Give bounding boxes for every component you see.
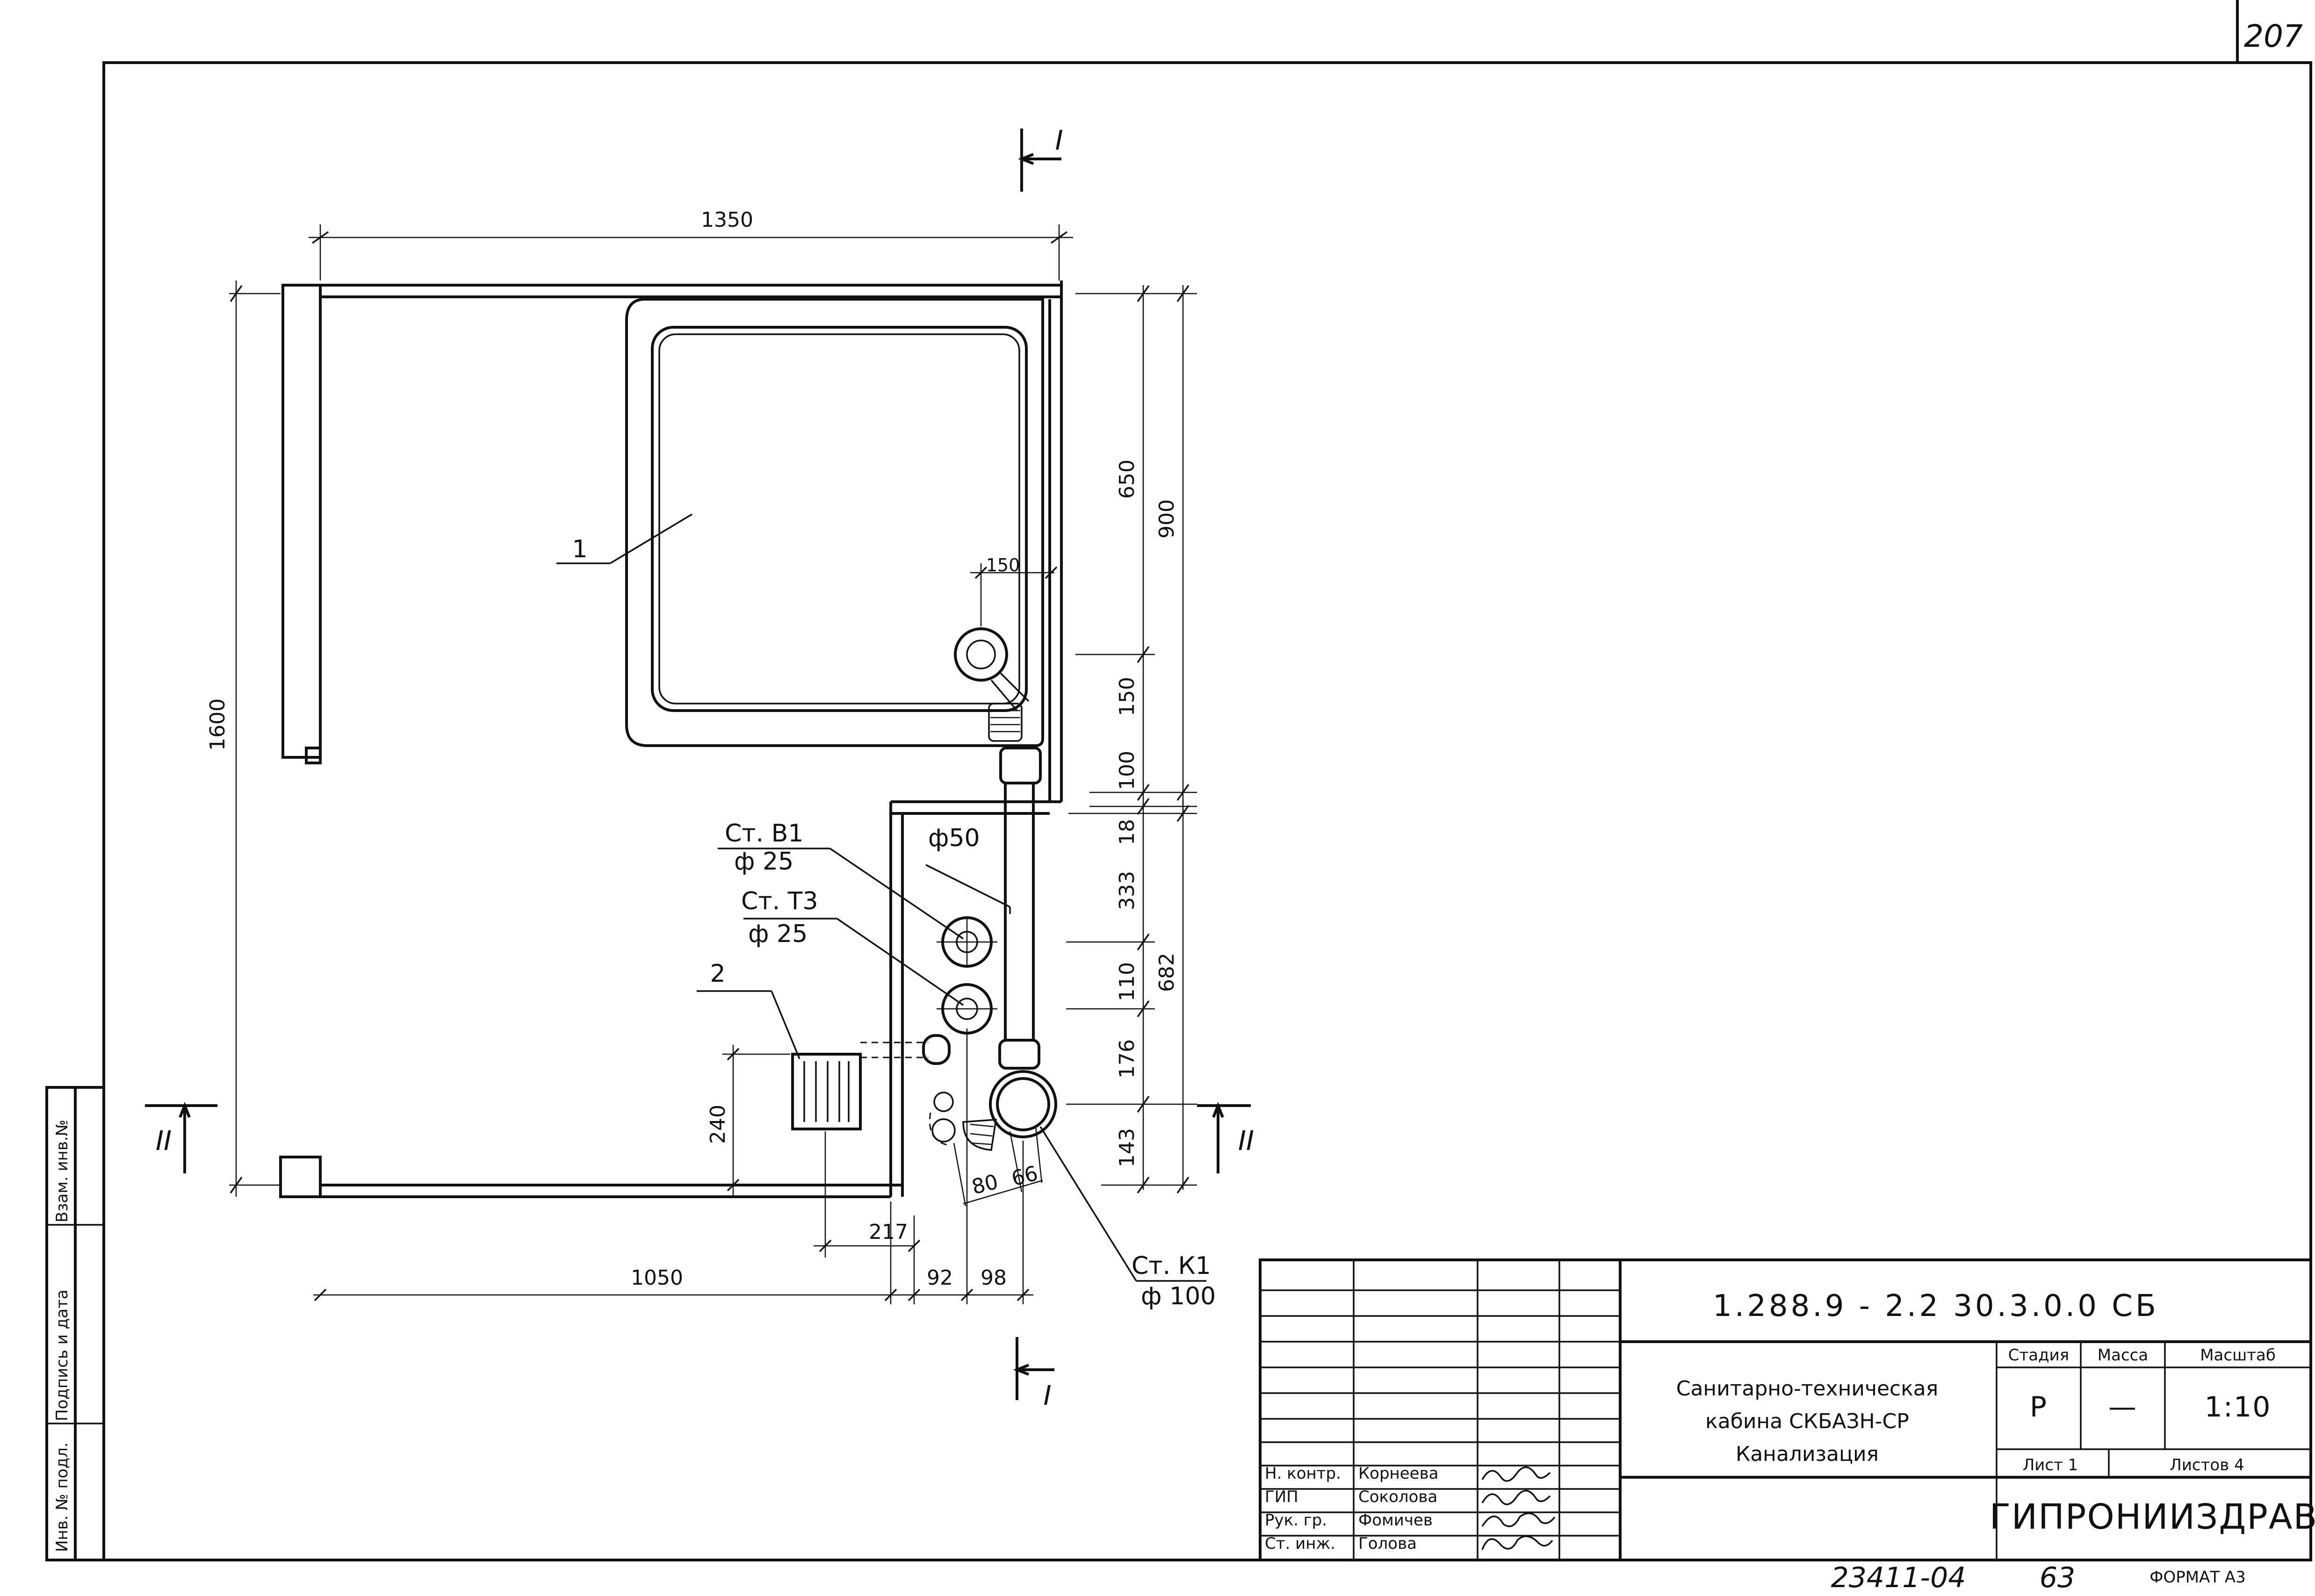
mass-value: —	[2108, 1391, 2137, 1423]
section-left-label: II	[156, 1125, 172, 1157]
section-right-label: II	[1238, 1125, 1254, 1157]
dim-110: 110	[1115, 962, 1139, 1001]
sheet-frame	[102, 61, 2312, 1561]
section-top-label: I	[1055, 124, 1063, 156]
section-mark-right: II	[1197, 1101, 1254, 1173]
section-bottom-label: I	[1043, 1380, 1051, 1411]
sheet-label: Лист 1	[2023, 1456, 2078, 1474]
drain-pipe-system	[929, 627, 1057, 1151]
callout-st-k1: Ст. К1	[1132, 1252, 1211, 1280]
title-line-2: кабина СКБАЗН-СР	[1705, 1409, 1909, 1433]
role-3: Ст. инж.	[1265, 1534, 1335, 1553]
role-0: Н. контр.	[1265, 1464, 1341, 1483]
document-code: 1.288.9 - 2.2 30.3.0.0 СБ	[1713, 1289, 2159, 1323]
dim-682: 682	[1155, 953, 1179, 992]
callout-st-b1: Ст. В1	[725, 820, 803, 848]
strip-label-inventory: Инв. № подл.	[53, 1442, 72, 1552]
section-mark-bottom: I	[1013, 1337, 1054, 1411]
dim-150-vertical: 150	[1115, 677, 1139, 716]
signature-marks	[1481, 1467, 1556, 1550]
dim-650: 650	[1115, 460, 1139, 499]
bottom-code: 23411-04	[1831, 1561, 1966, 1594]
callout-item-2: 2	[710, 960, 725, 988]
dim-333: 333	[1115, 871, 1139, 910]
section-mark-top: I	[1017, 124, 1063, 192]
callout-st-t3: Ст. Т3	[741, 887, 818, 915]
name-0: Корнеева	[1358, 1464, 1438, 1483]
name-2: Фомичев	[1358, 1511, 1433, 1530]
dim-900: 900	[1155, 499, 1179, 539]
callout-item-1: 1	[572, 535, 587, 563]
section-mark-left: II	[145, 1101, 217, 1173]
title-line-1: Санитарно-техническая	[1676, 1377, 1939, 1401]
leaders	[556, 513, 1206, 1282]
format-label: ФОРМАТ А3	[2149, 1568, 2246, 1587]
cabin-plan	[279, 280, 1063, 1198]
strip-label-replacement: Взам. инв.№	[53, 1120, 72, 1222]
dim-92: 92	[927, 1266, 953, 1290]
role-2: Рук. гр.	[1265, 1511, 1327, 1530]
dim-176: 176	[1115, 1039, 1139, 1078]
corner-box: 207	[2236, 0, 2303, 63]
dim-100: 100	[1115, 751, 1139, 790]
name-3: Голова	[1358, 1534, 1417, 1553]
role-1: ГИП	[1265, 1488, 1298, 1506]
left-margin-strip: Инв. № подл. Подпись и дата Взам. инв.№	[45, 1086, 105, 1561]
dimension-lines	[229, 224, 1197, 1304]
corrugated-hose	[988, 703, 1042, 784]
dim-98: 98	[981, 1266, 1007, 1290]
dim-150-horizontal: 150	[986, 555, 1020, 575]
callout-st-k1-dia: ф 100	[1141, 1282, 1216, 1310]
scale-header: Масштаб	[2200, 1346, 2276, 1365]
towel-rail	[791, 1034, 951, 1130]
callout-st-t3-dia: ф 25	[748, 920, 808, 948]
dim-1050: 1050	[631, 1266, 683, 1290]
strip-label-signature: Подпись и дата	[53, 1289, 72, 1421]
dim-217: 217	[869, 1220, 908, 1244]
riser-b1	[937, 916, 997, 968]
name-1: Соколова	[1358, 1488, 1437, 1506]
shower-tray	[625, 298, 1044, 747]
corner-number: 207	[2244, 18, 2303, 54]
dim-18: 18	[1115, 819, 1139, 845]
callout-st-b1-dia: ф 25	[734, 848, 793, 876]
callout-dia-50: ф50	[928, 824, 980, 852]
bottom-page: 63	[2040, 1561, 2075, 1594]
scale-value: 1:10	[2205, 1391, 2272, 1423]
dim-1600: 1600	[206, 698, 230, 751]
title-block: 1.288.9 - 2.2 30.3.0.0 СБ Санитарно-техн…	[1259, 1258, 2315, 1561]
organization-name: ГИПРОНИИЗДРАВ	[1990, 1497, 2315, 1537]
stage-value: Р	[2030, 1391, 2048, 1423]
dim-143: 143	[1115, 1128, 1139, 1167]
riser-t3	[937, 983, 997, 1035]
sheets-label: Листов 4	[2170, 1456, 2244, 1474]
dim-240: 240	[706, 1105, 730, 1144]
title-line-3: Канализация	[1736, 1442, 1879, 1466]
stage-header: Стадия	[2008, 1346, 2069, 1365]
dim-80: 80	[969, 1170, 1001, 1199]
mass-header: Масса	[2098, 1346, 2148, 1365]
dim-66: 66	[1009, 1161, 1040, 1191]
dim-1350: 1350	[701, 208, 753, 232]
